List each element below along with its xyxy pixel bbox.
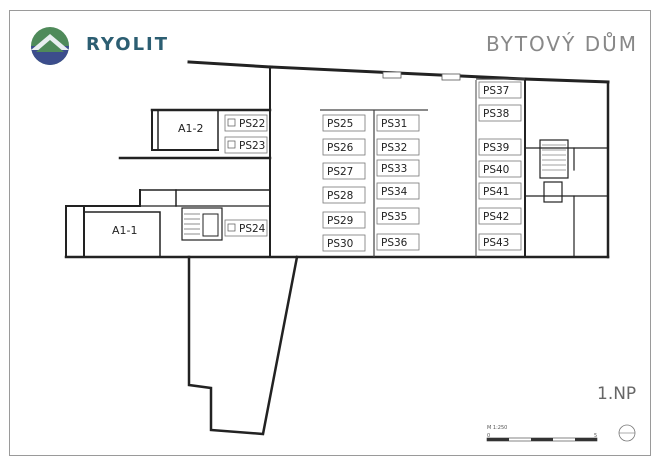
parking-space-box xyxy=(478,182,522,200)
parking-space-label: PS31 xyxy=(381,118,407,130)
north-arrow-icon xyxy=(618,424,636,442)
parking-space-label: PS39 xyxy=(483,142,509,154)
parking-space: PS27 xyxy=(322,162,366,180)
parking-space: PS33 xyxy=(376,159,420,177)
parking-space-label: PS43 xyxy=(483,237,509,249)
parking-space-label: PS40 xyxy=(483,164,509,176)
parking-space: PS40 xyxy=(478,160,522,178)
parking-space: PS31 xyxy=(376,114,420,132)
parking-space: PS32 xyxy=(376,138,420,156)
brand-name: RYOLIT xyxy=(86,34,170,55)
parking-space-box xyxy=(322,138,366,156)
parking-space: PS39 xyxy=(478,138,522,156)
parking-space-label: PS34 xyxy=(381,186,408,198)
room-label-a1-2: A1-2 xyxy=(178,122,204,135)
parking-space: PS42 xyxy=(478,207,522,225)
parking-space-box xyxy=(376,233,420,251)
parking-space: PS41 xyxy=(478,182,522,200)
parking-space-box xyxy=(478,81,522,99)
parking-space-box xyxy=(322,234,366,252)
parking-space-label: PS26 xyxy=(327,142,354,154)
parking-space-box xyxy=(478,160,522,178)
parking-space-label: PS25 xyxy=(327,118,353,130)
parking-space-box xyxy=(376,138,420,156)
parking-space-label: PS37 xyxy=(483,85,509,97)
parking-space-label: PS32 xyxy=(381,142,407,154)
brand-logo-icon xyxy=(31,27,69,65)
parking-space-label: PS36 xyxy=(381,237,408,249)
parking-space-box xyxy=(224,136,268,154)
scale-bar xyxy=(486,437,598,442)
parking-space-label: PS23 xyxy=(239,140,265,152)
scale-max-label: 5 xyxy=(594,433,598,439)
parking-space: PS26 xyxy=(322,138,366,156)
building-walls xyxy=(64,60,610,436)
parking-space: PS38 xyxy=(478,104,522,122)
parking-space-box xyxy=(478,233,522,251)
parking-space: PS28 xyxy=(322,186,366,204)
room-label-a1-1: A1-1 xyxy=(112,224,138,237)
stairs-icon xyxy=(184,144,566,235)
parking-space: PS25 xyxy=(322,114,366,132)
windows xyxy=(382,71,461,81)
parking-partitions xyxy=(320,78,525,257)
parking-space: PS29 xyxy=(322,211,366,229)
parking-space-box xyxy=(376,159,420,177)
storage-box-icon xyxy=(227,140,236,149)
parking-space-box xyxy=(376,114,420,132)
parking-space-label: PS38 xyxy=(483,108,509,120)
parking-space-label: PS41 xyxy=(483,186,509,198)
parking-space: PS43 xyxy=(478,233,522,251)
drawing-sheet xyxy=(9,10,651,456)
parking-space-box xyxy=(322,162,366,180)
parking-space-box xyxy=(224,219,268,237)
storage-box-icon xyxy=(227,118,236,127)
parking-space-box xyxy=(322,211,366,229)
parking-space: PS36 xyxy=(376,233,420,251)
parking-space-box xyxy=(322,186,366,204)
parking-space-label: PS35 xyxy=(381,211,407,223)
parking-space: PS37 xyxy=(478,81,522,99)
parking-space-box xyxy=(478,138,522,156)
parking-space-label: PS30 xyxy=(327,238,353,250)
parking-space-label: PS29 xyxy=(327,215,353,227)
project-title: BYTOVÝ DŮM xyxy=(485,32,638,56)
storage-box-icon xyxy=(227,223,236,232)
parking-space: PS34 xyxy=(376,182,420,200)
parking-space-label: PS24 xyxy=(239,223,266,235)
parking-space-label: PS27 xyxy=(327,166,353,178)
parking-space: PS35 xyxy=(376,207,420,225)
scale-label: M 1:250 xyxy=(487,425,508,431)
parking-space: PS23 xyxy=(224,136,268,154)
parking-space: PS30 xyxy=(322,234,366,252)
parking-space-box xyxy=(376,207,420,225)
parking-space-box xyxy=(224,114,268,132)
parking-space-box xyxy=(478,207,522,225)
parking-space: PS22 xyxy=(224,114,268,132)
parking-space: PS24 xyxy=(224,219,268,237)
parking-space-label: PS22 xyxy=(239,118,265,130)
floor-label: 1.NP xyxy=(597,384,637,404)
parking-space-box xyxy=(478,104,522,122)
parking-space-box xyxy=(322,114,366,132)
parking-space-label: PS28 xyxy=(327,190,353,202)
scale-min-label: 0 xyxy=(487,433,491,439)
parking-space-label: PS33 xyxy=(381,163,407,175)
parking-space-box xyxy=(376,182,420,200)
parking-space-label: PS42 xyxy=(483,211,509,223)
